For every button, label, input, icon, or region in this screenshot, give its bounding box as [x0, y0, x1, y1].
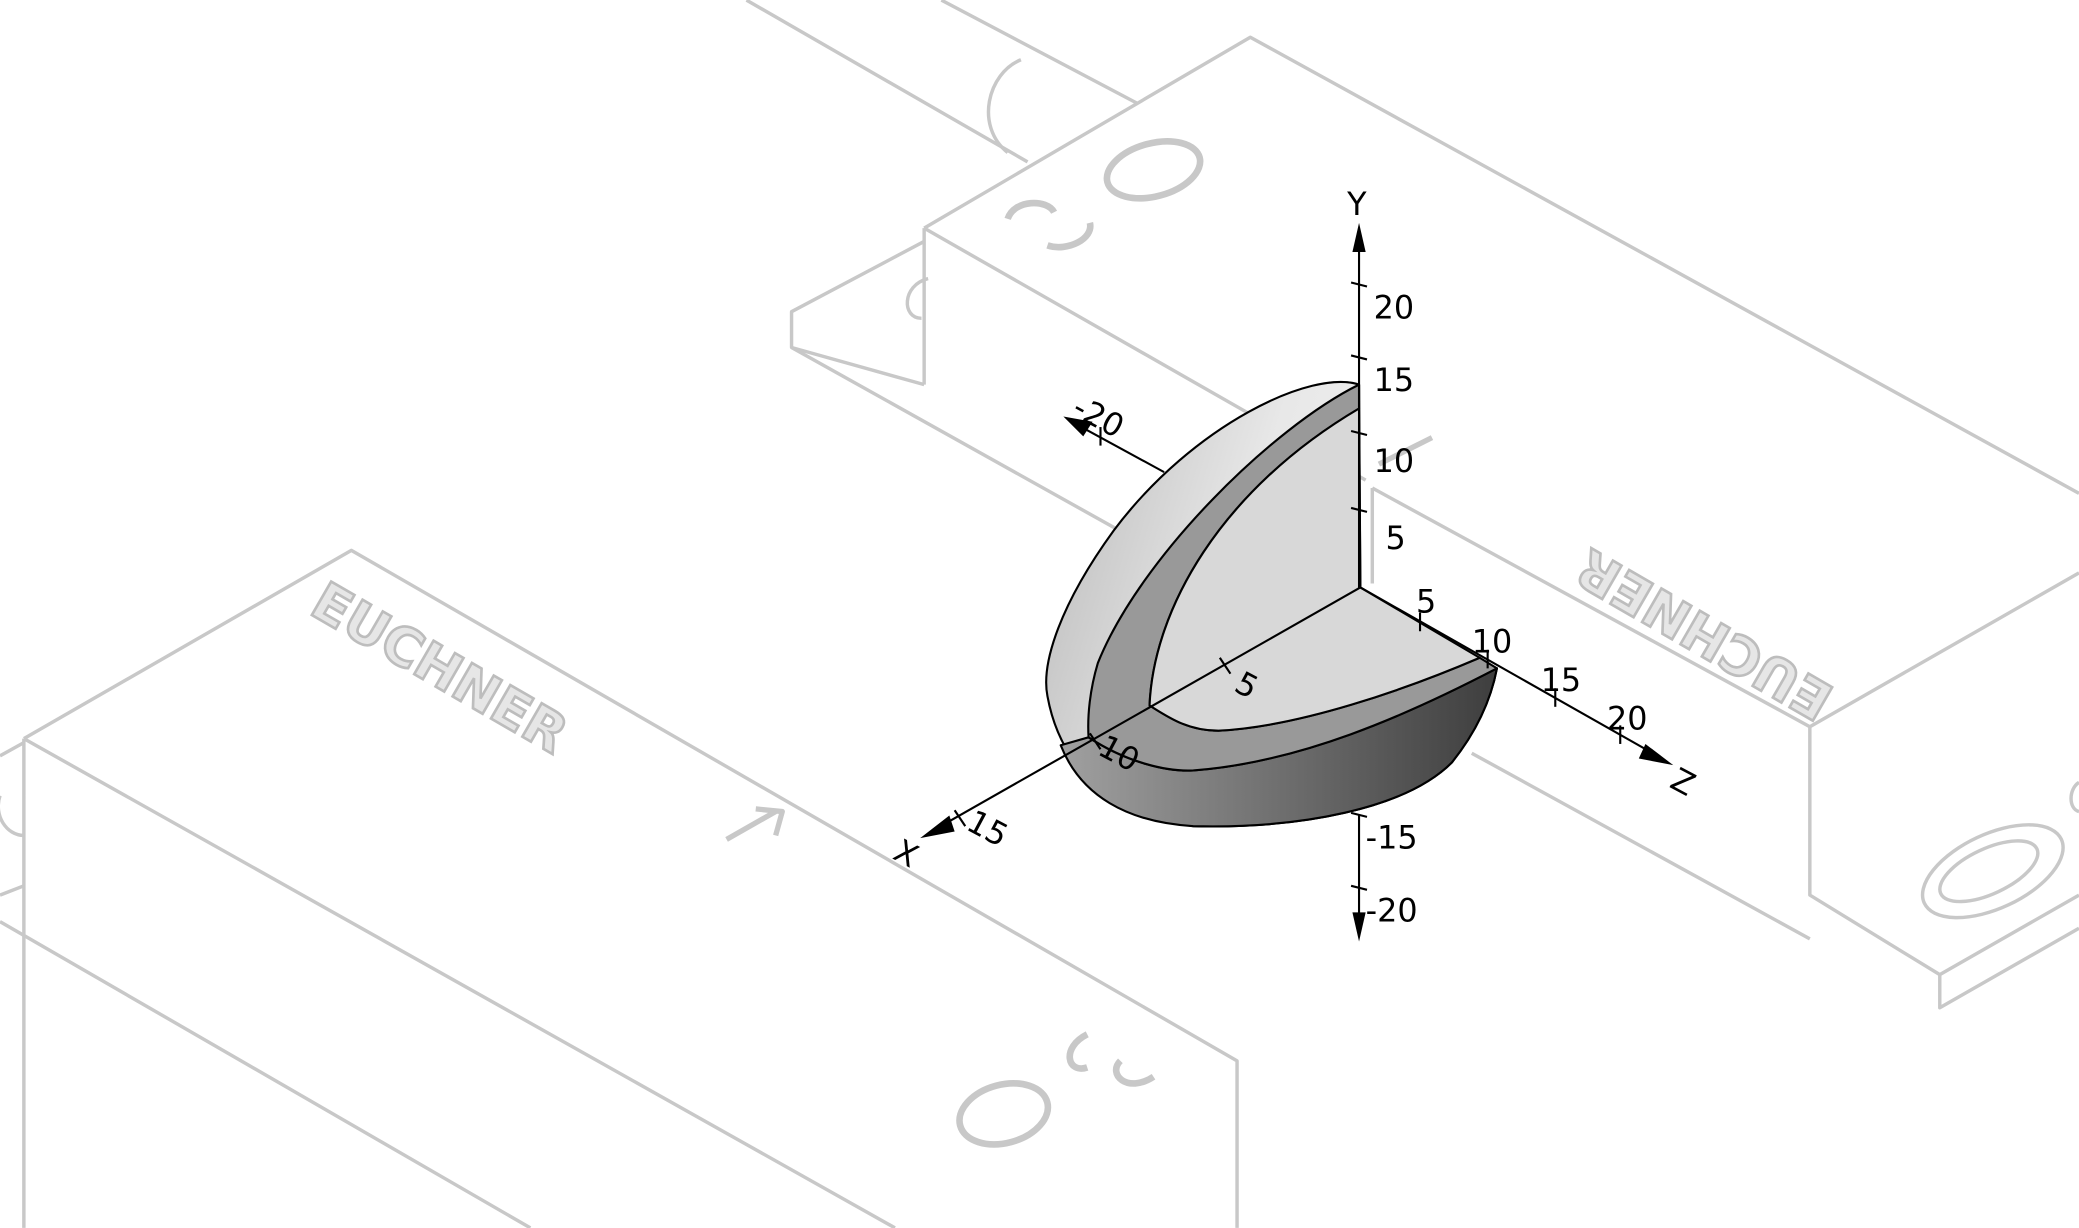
- y-arrow-icon: [1352, 222, 1366, 253]
- y-axis: Y 20 15 10 5 -15 -20: [1346, 185, 1418, 942]
- y-neg-tick-label: -15: [1366, 819, 1418, 857]
- y-tick-label: 5: [1386, 519, 1406, 557]
- switch-on-face: [1148, 407, 1481, 732]
- y-axis-label: Y: [1346, 185, 1367, 223]
- y-neg-arrow-icon: [1352, 912, 1366, 942]
- y-tick-label: 10: [1374, 442, 1414, 480]
- x-arrow-icon: [920, 815, 955, 839]
- z-tick-label: 15: [1541, 661, 1581, 699]
- x-axis-label: X: [888, 832, 925, 876]
- z-tick-label: 5: [1416, 583, 1436, 621]
- z-arrow-icon: [1638, 743, 1674, 766]
- y-neg-tick-label: -20: [1366, 892, 1418, 930]
- z-axis: Z 5 10 15 20: [1359, 583, 1702, 804]
- x-neg-arrow-icon: [1063, 416, 1093, 437]
- response-range-solid: [1045, 380, 1498, 828]
- y-tick-label: 20: [1374, 288, 1414, 326]
- z-tick-label: 20: [1607, 699, 1647, 737]
- x-axis-negative: -20: [1063, 388, 1165, 474]
- x-neg-tick-label: -20: [1067, 388, 1131, 446]
- y-tick-label: 15: [1374, 361, 1414, 399]
- z-tick-label: 10: [1472, 622, 1512, 660]
- z-axis-label: Z: [1665, 760, 1702, 804]
